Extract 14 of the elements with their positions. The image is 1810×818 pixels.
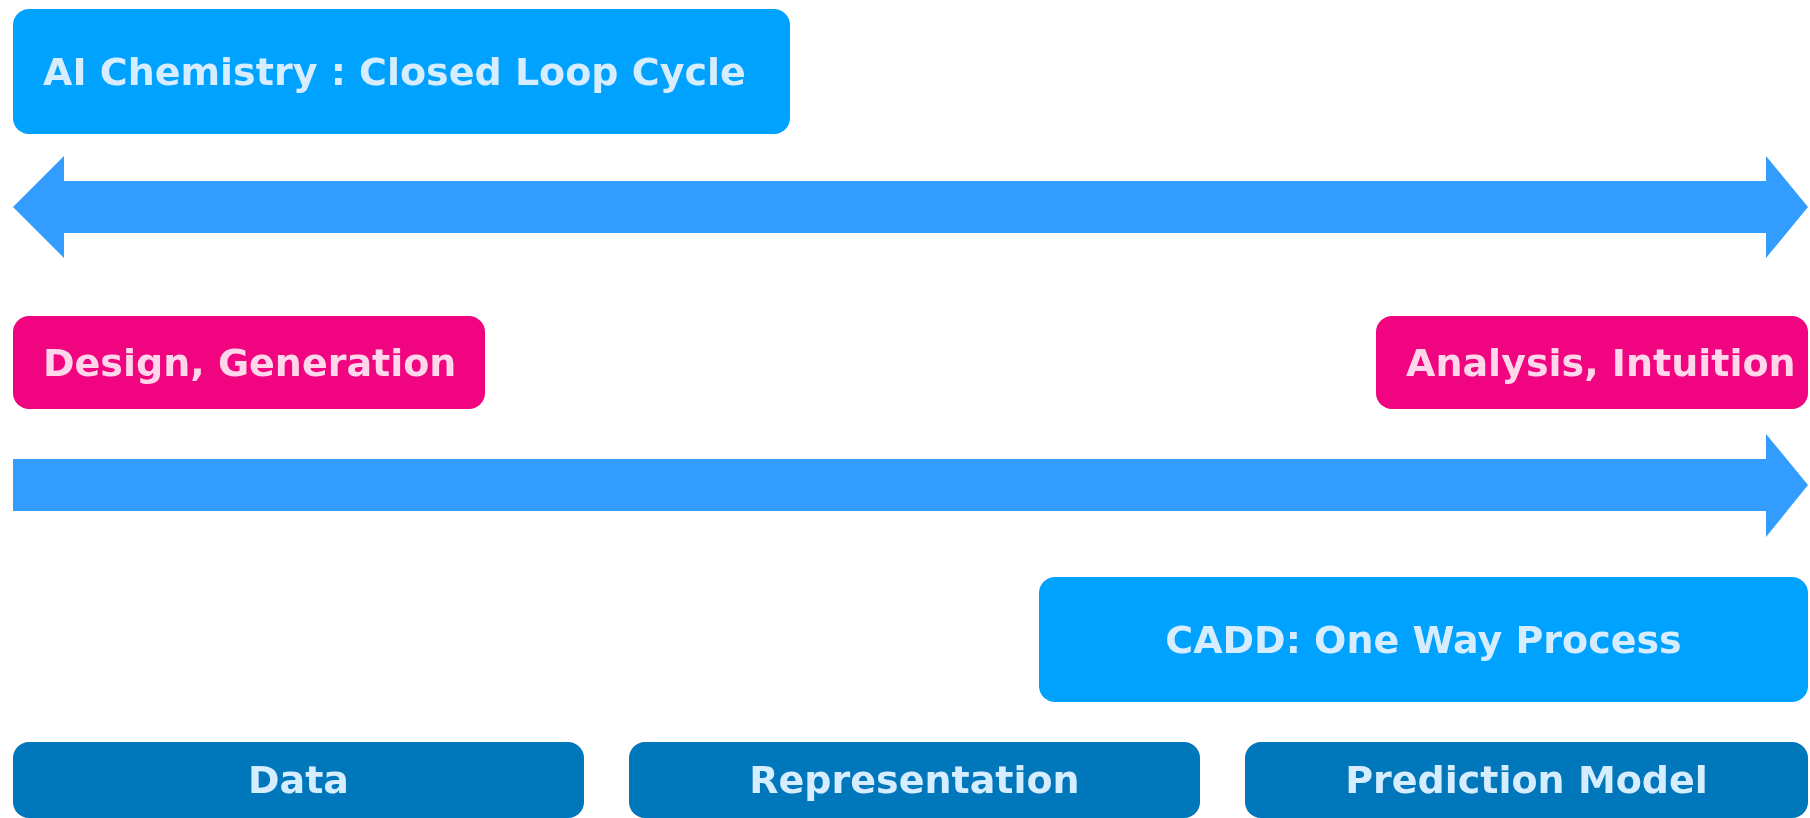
box-label: Representation	[749, 758, 1080, 802]
box-label: Data	[248, 758, 349, 802]
box-label: AI Chemistry : Closed Loop Cycle	[43, 49, 746, 94]
box-label: Design, Generation	[43, 340, 457, 385]
box-label: Analysis, Intuition	[1406, 340, 1796, 385]
process-banner	[1039, 577, 1808, 702]
stage-box	[13, 316, 485, 409]
step-box	[1245, 742, 1808, 818]
box-label: Prediction Model	[1345, 758, 1708, 802]
title-banner	[13, 9, 790, 134]
box-label: CADD: One Way Process	[1165, 617, 1682, 662]
stage-box	[1376, 316, 1808, 409]
step-box	[13, 742, 584, 818]
step-box	[629, 742, 1200, 818]
